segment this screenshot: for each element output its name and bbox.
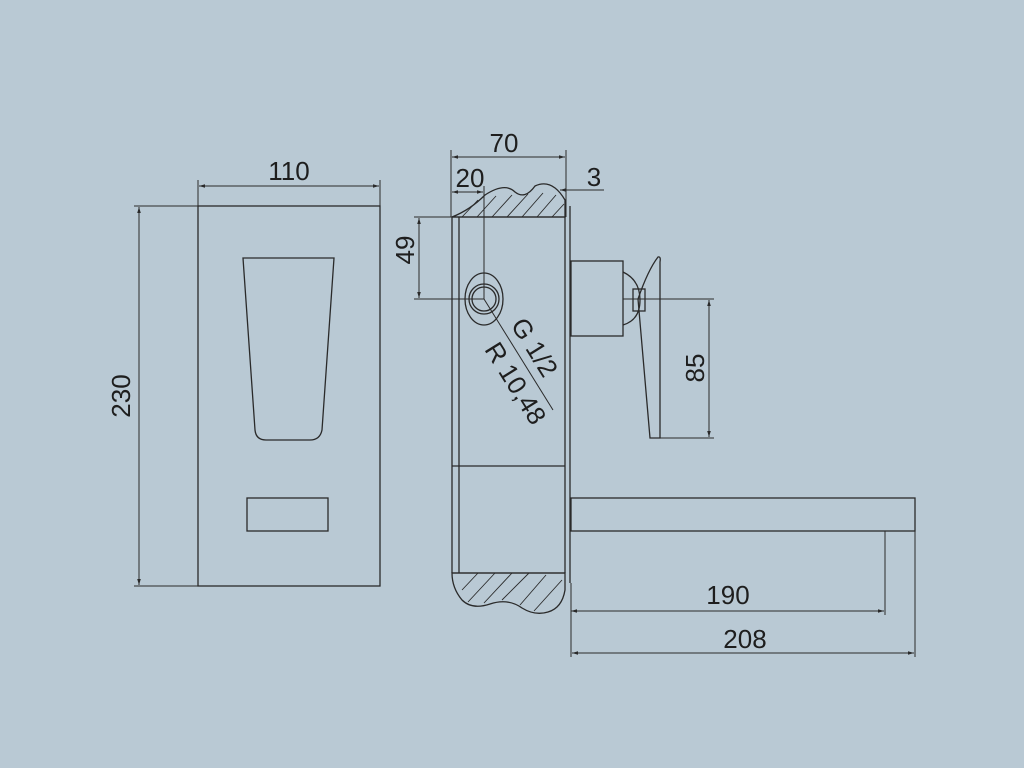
thread-leader-line	[483, 298, 554, 411]
width-label: 110	[268, 156, 309, 186]
offset-label: 20	[456, 163, 485, 193]
spout-outlet	[246, 497, 329, 532]
cartridge-housing	[570, 260, 624, 337]
wall-section-bottom	[451, 572, 566, 614]
wall-section-top	[451, 183, 566, 218]
spout-reach-label: 190	[706, 580, 749, 610]
faceplate-outline	[197, 205, 381, 587]
spout	[570, 497, 916, 532]
lever-handle	[637, 256, 661, 439]
spout-total-label: 208	[723, 624, 766, 654]
front-view: 110 230	[106, 156, 381, 587]
depth-label: 70	[490, 128, 519, 158]
lever-window	[242, 257, 335, 441]
plate-label: 3	[587, 162, 601, 192]
side-view: G 1/2 R 10,48 70 20 3 49 85 190	[390, 128, 916, 657]
height-label: 230	[106, 374, 136, 417]
inlet-height-label: 49	[390, 236, 420, 265]
lever-height-label: 85	[680, 354, 710, 383]
